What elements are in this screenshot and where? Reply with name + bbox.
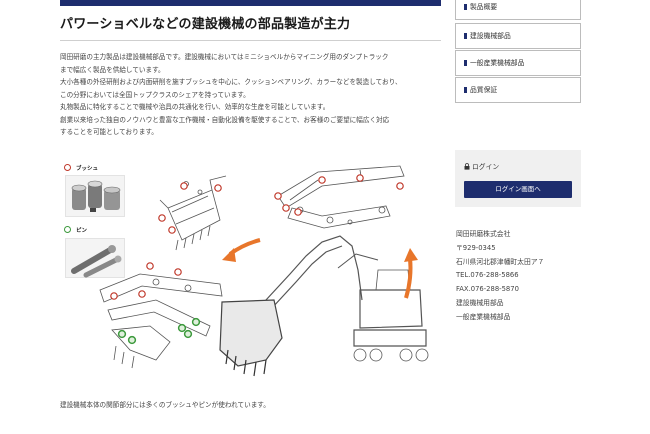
intro-text: 岡田研磨の主力製品は建設機械部品です。建設機械においてはミニショベルからマイニン… <box>60 51 445 139</box>
bucket-shape <box>219 299 283 367</box>
company-tel: TEL.076-288-5866 <box>456 271 519 280</box>
pin-legend-label: ピン <box>76 228 88 234</box>
figure-caption: 建設機械本体の関節部分には多くのブッシュやピンが使われています。 <box>60 401 270 409</box>
pin-parts-icon <box>71 245 122 278</box>
login-box: ログイン ログイン画面へ <box>455 150 581 207</box>
nav-label: 一般産業機械部品 <box>470 59 525 67</box>
company-fax: FAX.076-288-5870 <box>456 285 519 294</box>
arrow-up-icon <box>404 257 413 299</box>
pin-marker-icon <box>64 226 71 233</box>
excavator-diagram <box>99 165 429 377</box>
bush-parts-icon <box>71 180 121 212</box>
intro-line: 創業以来培った独自のノウハウと豊富な工作機械・自動化設備を駆使することで、お客様… <box>60 115 390 124</box>
bush-marker-icon <box>64 164 71 171</box>
intro-line: 大小各種の外径研削および内面研削を施すブッシュを中心に、クッションベアリング、カ… <box>60 78 402 86</box>
login-label: ログイン <box>472 163 500 171</box>
intro-line: 丸物製品に特化することで機械や治具の共通化を行い、効率的な生産を可能としています… <box>60 103 330 111</box>
nav-item-quality-assurance[interactable]: 品質保証 <box>455 77 581 103</box>
intro-line: この分野においては全国トップクラスのシェアを持っています。 <box>60 90 250 99</box>
intro-line: 岡田研磨の主力製品は建設機械部品です。建設機械においてはミニショベルからマイニン… <box>60 53 389 61</box>
excavator-parts-figure: ブッシュ ピン <box>60 150 441 390</box>
company-name: 岡田研磨株式会社 <box>456 230 511 238</box>
intro-line: まで幅広く製品を供給しています。 <box>60 65 165 74</box>
company-info: 岡田研磨株式会社 〒929-0345 石川県河北郡津幡町太田ア７ TEL.076… <box>456 228 544 325</box>
pin-photo <box>65 238 125 278</box>
nav-item-industrial-parts[interactable]: 一般産業機械部品 <box>455 50 581 76</box>
company-address: 石川県河北郡津幡町太田ア７ <box>456 257 545 266</box>
bullet-square-icon <box>464 87 467 93</box>
login-heading: ログイン <box>464 161 499 171</box>
nav-item-construction-parts[interactable]: 建設機械部品 <box>455 23 581 49</box>
top-accent-bar <box>60 0 441 6</box>
company-postal: 〒929-0345 <box>456 243 496 252</box>
login-button[interactable]: ログイン画面へ <box>464 181 572 198</box>
bullet-square-icon <box>464 33 467 39</box>
page-heading: パワーショベルなどの建設機械の部品製造が主力 <box>60 13 441 41</box>
company-product-2: 一般産業機械部品 <box>456 312 511 321</box>
nav-label: 製品概要 <box>470 3 498 11</box>
intro-line: することを可能としております。 <box>60 128 158 136</box>
bullet-square-icon <box>464 60 467 66</box>
lock-icon <box>464 163 470 170</box>
bullet-square-icon <box>464 4 467 10</box>
company-product-1: 建設機械用部品 <box>456 298 504 307</box>
main-content: パワーショベルなどの建設機械の部品製造が主力 岡田研磨の主力製品は建設機械部品で… <box>60 0 441 434</box>
nav-item-product-overview[interactable]: 製品概要 <box>455 0 581 20</box>
bush-photo <box>65 175 125 217</box>
bush-legend-label: ブッシュ <box>76 166 99 172</box>
nav-label: 品質保証 <box>470 86 498 94</box>
nav-label: 建設機械部品 <box>470 32 511 40</box>
